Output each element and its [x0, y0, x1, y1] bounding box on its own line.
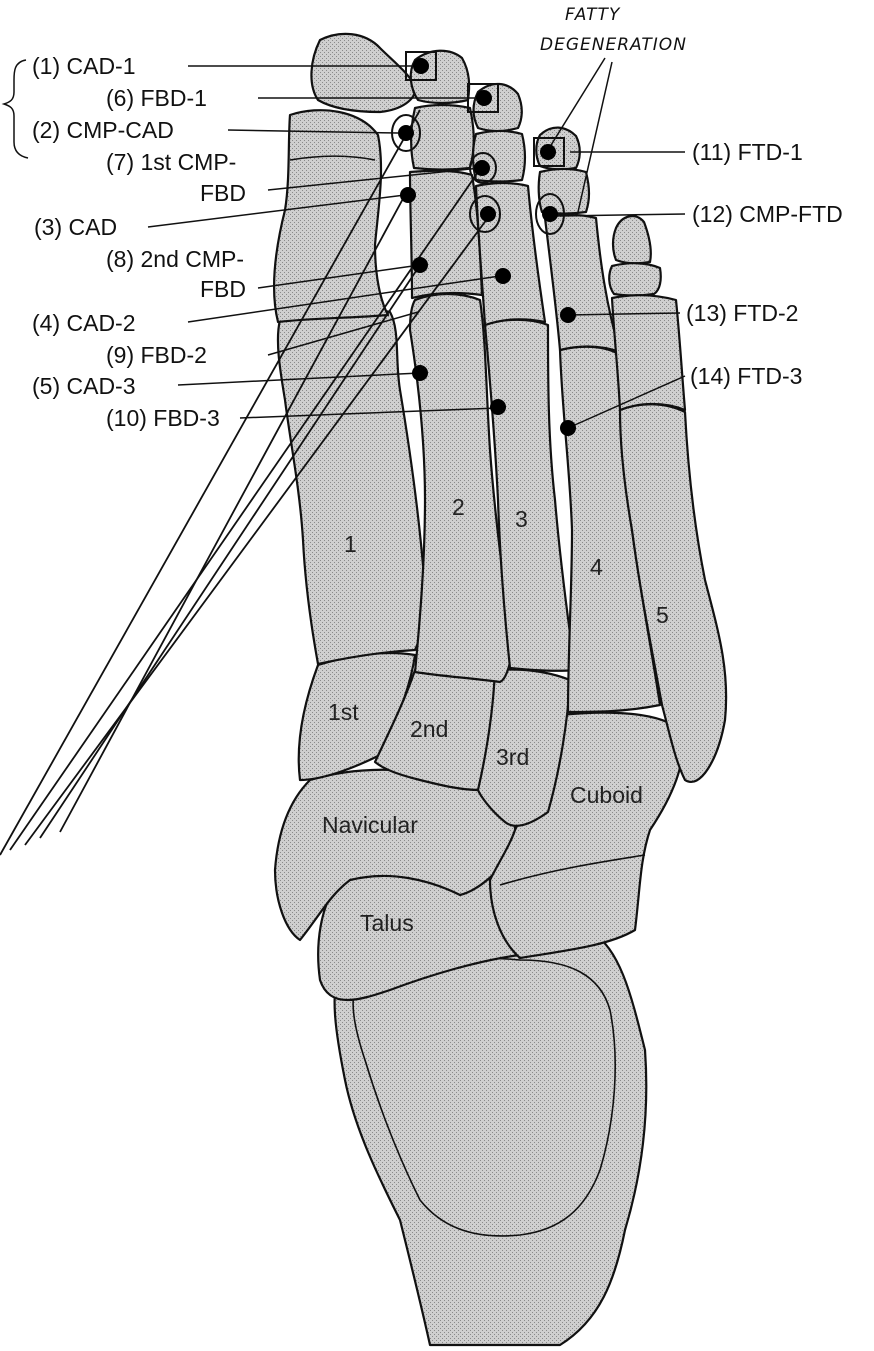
label-metatarsal-4: 4 [590, 554, 603, 580]
point-fbd-2 [412, 257, 428, 273]
label-cad-1: (1) CAD-1 [32, 53, 136, 79]
label-cmp-ftd: (12) CMP-FTD [692, 201, 843, 227]
label-ftd-3: (14) FTD-3 [690, 363, 802, 389]
point-ftd-1 [540, 144, 556, 160]
annotation-line-1: FATTY [565, 5, 621, 25]
hallux-distal-phalanx [311, 34, 415, 112]
label-metatarsal-3: 3 [515, 506, 528, 532]
point-2nd-cmp-fbd [480, 206, 496, 222]
label-ftd-2: (13) FTD-2 [686, 300, 798, 326]
label-cmp-cad: (2) CMP-CAD [32, 117, 174, 143]
point-1st-cmp-fbd [474, 160, 490, 176]
point-cad [400, 187, 416, 203]
fatty-degeneration-arrow [578, 62, 612, 212]
label-2nd-cmp-fbd-b: FBD [200, 276, 246, 302]
label-cuboid: Cuboid [570, 782, 643, 808]
metatarsal-1-bone [278, 309, 425, 664]
label-1st-cmp-fbd-a: (7) 1st CMP- [106, 149, 236, 175]
label-fbd-2: (9) FBD-2 [106, 342, 207, 368]
right-labels: (11) FTD-1 (12) CMP-FTD (13) FTD-2 (14) … [686, 139, 843, 389]
label-cuneiform-3: 3rd [496, 744, 529, 770]
point-cad-2 [495, 268, 511, 284]
label-2nd-cmp-fbd-a: (8) 2nd CMP- [106, 246, 244, 272]
label-fbd-3: (10) FBD-3 [106, 405, 220, 431]
foot-skeleton [274, 34, 726, 1345]
label-talus: Talus [360, 910, 414, 936]
point-cmp-ftd [542, 206, 558, 222]
point-cad-1 [413, 58, 429, 74]
point-fbd-3 [490, 399, 506, 415]
point-cad-3 [412, 365, 428, 381]
label-ftd-1: (11) FTD-1 [692, 139, 803, 165]
toe-3-proximal-phalanx [476, 183, 545, 325]
toe-5-distal-phalanx [613, 216, 651, 263]
hallux-proximal-phalanx [274, 110, 388, 322]
label-cad-2: (4) CAD-2 [32, 310, 136, 336]
toe-2-proximal-phalanx [410, 171, 482, 298]
handwritten-annotation: FATTY DEGENERATION [540, 5, 687, 55]
point-cmp-cad [398, 125, 414, 141]
label-metatarsal-5: 5 [656, 602, 669, 628]
label-fbd-1: (6) FBD-1 [106, 85, 207, 111]
toe-5-middle-phalanx [609, 263, 661, 295]
left-labels: (1) CAD-1 (6) FBD-1 (2) CMP-CAD (7) 1st … [32, 53, 246, 431]
point-fbd-1 [476, 90, 492, 106]
label-metatarsal-1: 1 [344, 531, 357, 557]
annotation-line-2: DEGENERATION [540, 35, 687, 55]
label-cad-3: (5) CAD-3 [32, 373, 136, 399]
label-cuneiform-2: 2nd [410, 716, 448, 742]
label-1st-cmp-fbd-b: FBD [200, 180, 246, 206]
label-cad: (3) CAD [34, 214, 117, 240]
label-navicular: Navicular [322, 812, 418, 838]
label-metatarsal-2: 2 [452, 494, 465, 520]
point-ftd-2 [560, 307, 576, 323]
point-ftd-3 [560, 420, 576, 436]
label-brace [4, 60, 28, 158]
label-cuneiform-1: 1st [328, 699, 359, 725]
